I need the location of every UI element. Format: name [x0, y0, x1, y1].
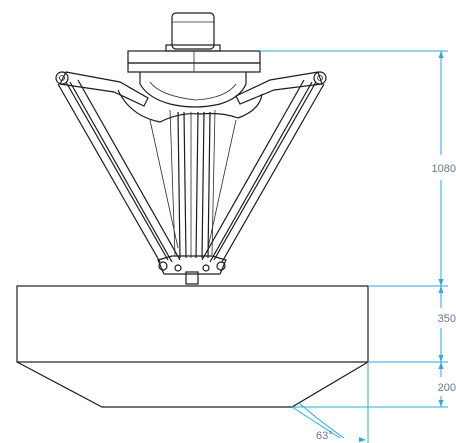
- motor: [165, 12, 221, 52]
- dimension-lines: [260, 50, 448, 443]
- dimension-label-1080: 1080: [432, 163, 456, 175]
- upper-housing: [117, 72, 263, 123]
- right-upper-arm: [235, 71, 327, 105]
- end-effector: [157, 255, 227, 285]
- right-forearm-rods: [201, 79, 325, 263]
- top-base-plate: [127, 50, 261, 73]
- rear-arm: [149, 119, 237, 249]
- left-upper-arm: [55, 71, 149, 107]
- dimension-label-200: 200: [438, 382, 456, 394]
- base-frame: [16, 285, 369, 408]
- dimension-label-350: 350: [438, 313, 456, 325]
- left-forearm-rods: [57, 79, 181, 263]
- center-shaft: [169, 109, 216, 259]
- dimension-label-angle: 63°: [316, 430, 333, 442]
